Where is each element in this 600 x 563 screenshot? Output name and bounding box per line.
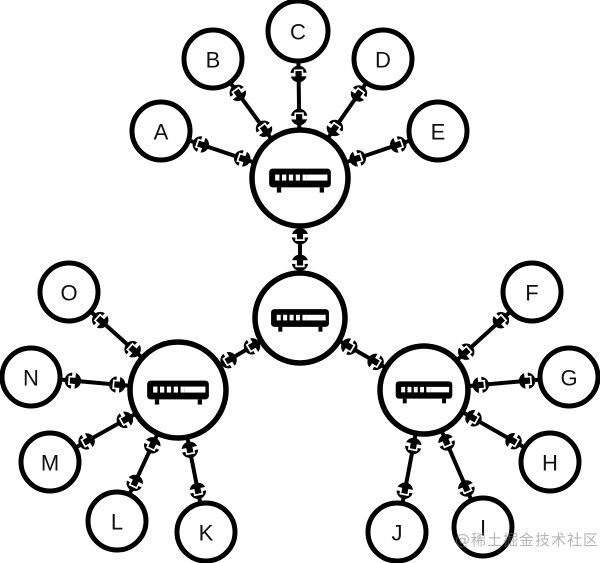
host-node-circle-H [518,430,582,494]
host-node-label-K: K [199,521,214,546]
cable-plug-connector-icon [290,108,308,126]
host-node-circle-O [37,260,101,324]
host-node-F[interactable]: F [500,260,564,324]
host-node-M[interactable]: M [18,430,82,494]
cable-plug-connector-icon [126,474,144,492]
host-node-label-M: M [41,451,59,476]
cable-plug-connector-icon [505,432,522,450]
host-node-label-F: F [525,281,538,306]
cable-plug-connector-icon [326,119,344,137]
cable-plug-connector-icon [220,351,237,369]
cable-plug-connector-icon [188,482,207,499]
cable-plug-connector-icon [234,149,251,168]
host-node-label-J: J [392,521,403,546]
cable-plug-connector-icon [437,434,455,451]
host-node-circle-I [451,495,515,559]
host-node-label-L: L [111,510,123,535]
cable-plug-connector-icon [465,409,482,427]
host-node-label-C: C [290,20,306,45]
cable-plug-connector-icon [458,343,475,360]
cable-plug-connector-icon [349,149,366,168]
host-node-circle-J [365,500,429,563]
cable-plug-connector-icon [291,254,309,271]
cable-plug-connector-icon [255,120,273,137]
host-node-label-B: B [206,48,221,73]
cable-plug-connector-icon [472,376,489,394]
network-switch-icon [395,381,453,404]
host-node-circle-L [85,489,149,553]
host-node-circle-E [406,99,470,163]
cable-plug-connector-icon [350,85,368,102]
host-node-label-E: E [431,120,446,145]
host-node-C[interactable]: C [265,0,331,64]
cable-plug-connector-icon [143,437,162,454]
host-node-E[interactable]: E [406,99,470,163]
host-node-circle-A [129,99,193,163]
cable-plug-connector-icon [78,432,95,450]
host-node-label-N: N [23,366,39,391]
host-node-A[interactable]: A [129,99,193,163]
cable-plug-connector-icon [180,441,199,459]
cable-plug-connector-icon [291,228,309,245]
cable-plug-connector-icon [390,136,407,154]
cable-plug-connector-icon [64,372,82,390]
cable-plug-connector-icon [396,482,414,499]
host-node-B[interactable]: B [181,27,245,91]
host-node-J[interactable]: J [365,500,429,563]
cable-plug-connector-icon [518,372,536,390]
host-node-H[interactable]: H [518,430,582,494]
host-node-label-G: G [560,366,577,391]
cable-plug-connector-icon [367,353,384,371]
host-node-K[interactable]: K [174,500,238,563]
cable-plug-connector-icon [457,480,475,497]
host-node-circle-D [351,27,415,91]
host-node-O[interactable]: O [37,260,101,324]
cable-plug-connector-icon [109,375,126,394]
host-node-circle-G [537,345,600,409]
network-switch-icon [269,168,331,193]
host-node-circle-C [265,0,331,64]
host-node-I[interactable]: I [451,495,515,559]
host-node-label-A: A [154,120,169,145]
host-node-label-H: H [542,451,558,476]
watermark-label: @稀土掘金技术社区 [455,531,600,549]
host-node-circle-F [500,260,564,324]
cable-plug-connector-icon [229,84,247,102]
host-node-circle-B [181,27,245,91]
cable-plug-connector-icon [92,311,109,329]
cable-plug-connector-icon [192,135,209,154]
cable-plug-connector-icon [404,437,423,455]
network-switch-icon [147,380,209,405]
host-node-L[interactable]: L [85,489,149,553]
cable-plug-connector-icon [492,312,510,329]
host-node-label-D: D [375,48,391,73]
cable-plug-connector-icon [116,411,134,429]
connectors-layer [64,65,536,499]
cable-plug-connector-icon [289,65,308,83]
host-node-circle-N [0,345,63,409]
cable-plug-connector-icon [124,341,141,358]
host-node-D[interactable]: D [351,27,415,91]
cable-plug-connector-icon [243,337,261,355]
host-node-N[interactable]: N [0,345,63,409]
host-node-G[interactable]: G [537,345,600,409]
host-node-label-I: I [480,516,486,541]
network-switch-icon [271,309,329,332]
host-node-label-O: O [60,281,77,306]
cable-plug-connector-icon [341,337,358,355]
host-node-circle-K [174,500,238,563]
host-node-circle-M [18,430,82,494]
